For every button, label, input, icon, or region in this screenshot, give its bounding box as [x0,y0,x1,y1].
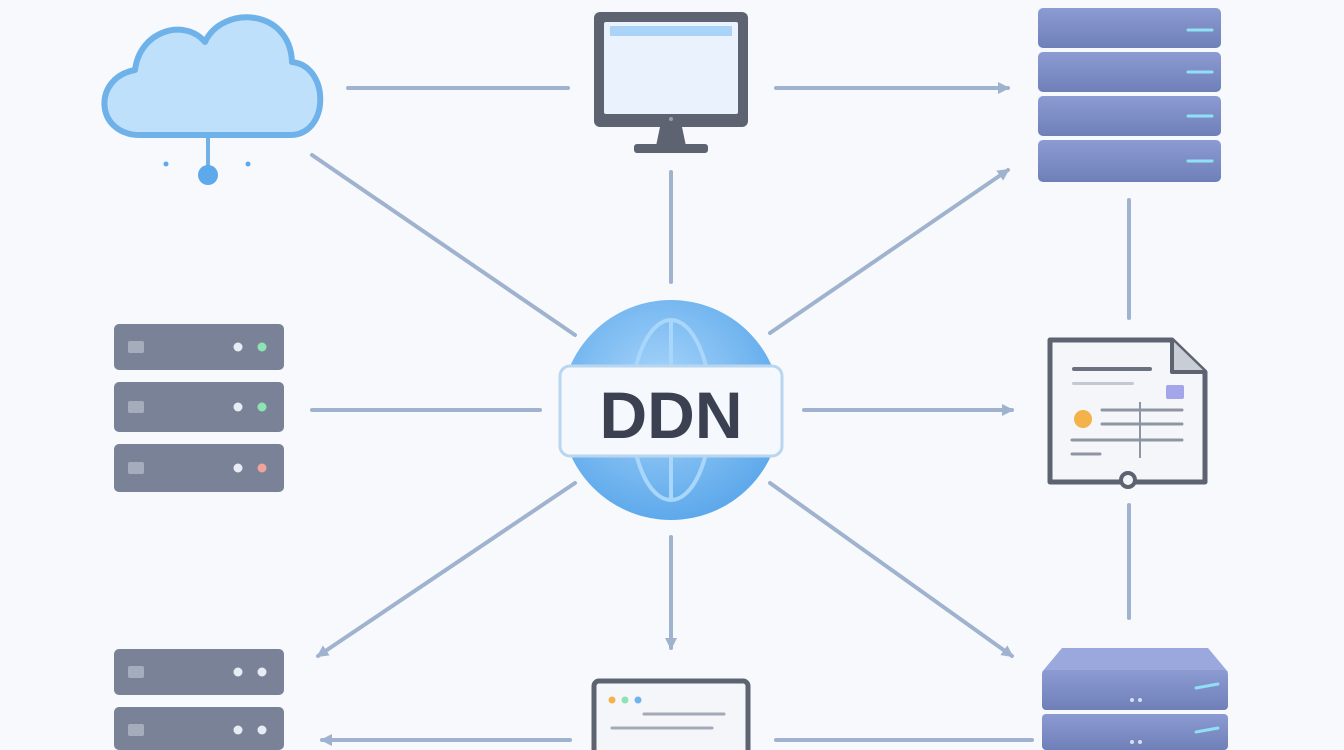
server-stack-icon [1038,8,1221,182]
server-rack-icon [114,649,284,750]
connector-hub-server-bottom-right [768,481,1014,658]
hub: DDN [558,300,784,520]
connector-cloud-hub [310,153,577,337]
connectors [310,82,1131,746]
document-icon [1047,337,1208,489]
server-rack-icon [114,324,284,492]
connector-hub-server-top-right [768,168,1010,335]
monitor-icon [594,12,748,153]
connector-hub-server-bottom-left [316,481,577,658]
hub-label-box [558,364,784,458]
browser-window-icon [591,678,751,750]
cloud-icon [101,14,324,185]
hub-label: DDN [600,378,743,452]
server-stack-icon [1042,648,1228,750]
